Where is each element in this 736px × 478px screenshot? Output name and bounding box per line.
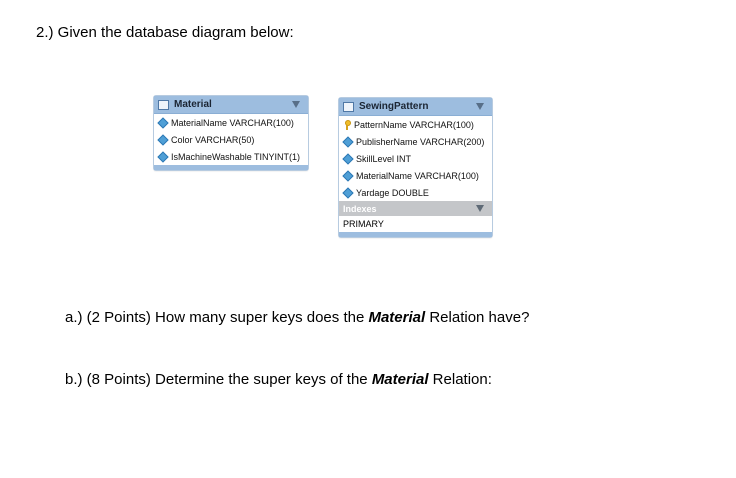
column-label: Color VARCHAR(50) bbox=[171, 134, 255, 145]
column-label: MaterialName VARCHAR(100) bbox=[171, 117, 294, 128]
diamond-icon bbox=[157, 133, 169, 146]
sewingpattern-table-header[interactable]: SewingPattern bbox=[339, 98, 492, 116]
collapse-triangle-icon[interactable] bbox=[292, 101, 300, 108]
question-b-emphasis: Material bbox=[371, 371, 429, 388]
column-row: Color VARCHAR(50) bbox=[154, 131, 308, 148]
column-row: PatternName VARCHAR(100) bbox=[339, 116, 492, 133]
diamond-icon bbox=[342, 186, 354, 199]
diamond-icon bbox=[342, 135, 354, 148]
material-table[interactable]: Material MaterialName VARCHAR(100) Color… bbox=[153, 95, 309, 171]
sewingpattern-table-title: SewingPattern bbox=[359, 101, 429, 112]
column-row: Yardage DOUBLE bbox=[339, 184, 492, 201]
column-label: SkillLevel INT bbox=[356, 153, 412, 164]
diamond-icon bbox=[342, 152, 354, 165]
key-icon bbox=[343, 119, 351, 130]
table-icon bbox=[158, 99, 169, 110]
collapse-triangle-icon[interactable] bbox=[476, 103, 484, 110]
material-table-header[interactable]: Material bbox=[154, 96, 308, 114]
table-footer bbox=[339, 232, 492, 237]
question-heading: 2.) Given the database diagram below: bbox=[36, 24, 294, 41]
diamond-icon bbox=[157, 150, 169, 163]
column-label: MaterialName VARCHAR(100) bbox=[356, 170, 479, 181]
question-a-suffix: Relation have? bbox=[425, 309, 530, 326]
column-row: MaterialName VARCHAR(100) bbox=[154, 114, 308, 131]
column-row: IsMachineWashable TINYINT(1) bbox=[154, 148, 308, 165]
indexes-header[interactable]: Indexes bbox=[339, 201, 492, 216]
column-label: Yardage DOUBLE bbox=[356, 187, 429, 198]
question-b: b.) (8 Points) Determine the super keys … bbox=[65, 371, 492, 388]
diamond-icon bbox=[342, 169, 354, 182]
column-row: MaterialName VARCHAR(100) bbox=[339, 167, 492, 184]
column-label: PatternName VARCHAR(100) bbox=[354, 119, 474, 130]
indexes-label: Indexes bbox=[343, 203, 377, 214]
diamond-icon bbox=[157, 116, 169, 129]
question-a: a.) (2 Points) How many super keys does … bbox=[65, 309, 529, 326]
table-icon bbox=[343, 101, 354, 112]
column-label: IsMachineWashable TINYINT(1) bbox=[171, 151, 301, 162]
table-footer bbox=[154, 165, 308, 170]
question-b-prefix: b.) (8 Points) Determine the super keys … bbox=[65, 371, 372, 388]
question-a-emphasis: Material bbox=[368, 309, 426, 326]
column-label: PublisherName VARCHAR(200) bbox=[356, 136, 485, 147]
question-b-suffix: Relation: bbox=[428, 371, 492, 388]
collapse-triangle-icon[interactable] bbox=[476, 205, 484, 212]
column-row: PublisherName VARCHAR(200) bbox=[339, 133, 492, 150]
column-row: SkillLevel INT bbox=[339, 150, 492, 167]
question-a-prefix: a.) (2 Points) How many super keys does … bbox=[65, 309, 369, 326]
index-row: PRIMARY bbox=[339, 216, 492, 232]
index-label: PRIMARY bbox=[343, 219, 384, 229]
material-table-title: Material bbox=[174, 99, 212, 110]
sewingpattern-table[interactable]: SewingPattern PatternName VARCHAR(100) P… bbox=[338, 97, 493, 238]
